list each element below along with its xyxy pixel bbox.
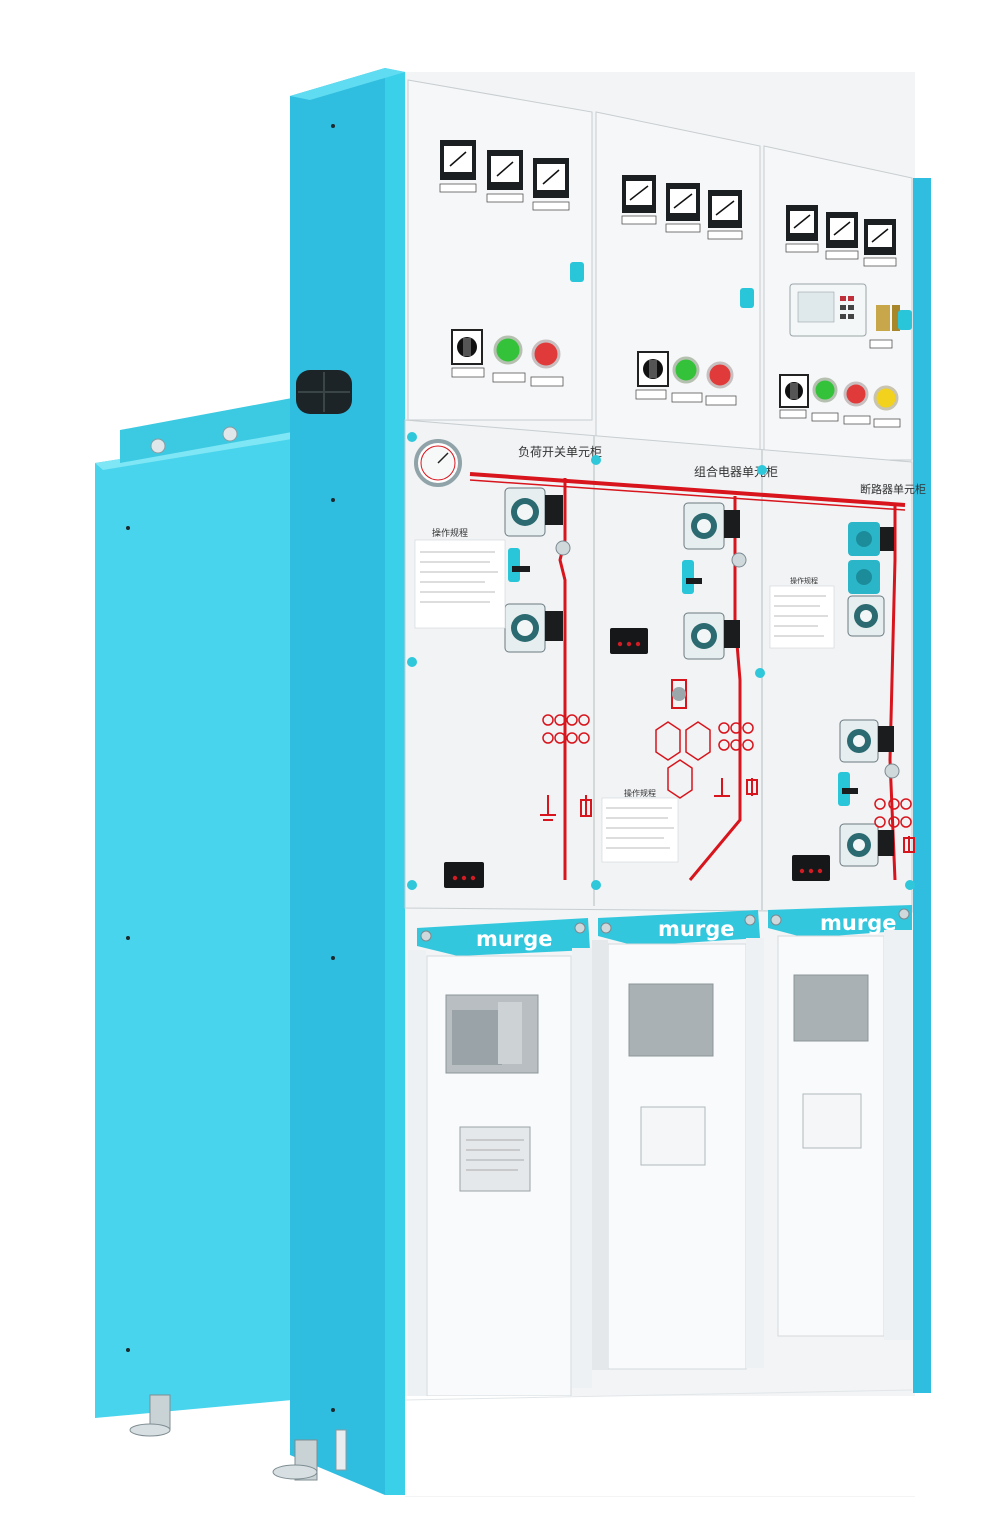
procedure-title-1: 操作规程 <box>432 527 468 539</box>
mimic-panel: 负荷开关单元柜 组合电器单元柜 断路器单元柜 <box>404 419 926 913</box>
indicator-lamp-icon <box>873 385 899 411</box>
live-indicator-icon <box>792 855 830 881</box>
procedure-plate-1: 操作规程 <box>414 527 506 629</box>
panel1-meters <box>439 140 570 211</box>
indicator-lamp-icon <box>493 335 523 365</box>
procedure-title-3: 操作规程 <box>790 576 818 585</box>
ammeter-icon <box>486 150 524 203</box>
live-indicator-icon <box>444 862 484 888</box>
procedure-title-2: 操作规程 <box>624 788 656 798</box>
fuse-icon <box>655 721 681 761</box>
pressure-gauge-icon <box>414 439 462 487</box>
brand-logo-3: murge <box>820 911 896 935</box>
fuse-icon <box>671 679 687 709</box>
door-latch-icon <box>740 288 754 308</box>
load-switch-unit-title: 负荷开关单元柜 <box>518 445 602 459</box>
nameplate-icon <box>459 1126 531 1192</box>
earth-switch-icon <box>540 778 915 853</box>
ammeter-icon <box>532 158 570 211</box>
protection-relay-icon <box>789 283 867 337</box>
viewing-window-icon <box>445 994 539 1074</box>
indicator-lamp-icon <box>706 361 734 389</box>
ammeter-icon <box>621 175 657 225</box>
operating-mechanism-icon[interactable] <box>683 612 740 660</box>
ammeter-icon <box>863 219 897 267</box>
terminal-block-icon <box>876 305 900 331</box>
panel2-meters <box>621 175 743 240</box>
ammeter-icon <box>825 212 859 260</box>
viewing-window-icon <box>628 983 714 1057</box>
selector-switch-icon[interactable] <box>637 351 669 387</box>
brand-logo-2: murge <box>658 917 734 941</box>
combined-fuse-unit-title: 组合电器单元柜 <box>694 464 778 479</box>
current-transformer-icon <box>542 714 912 828</box>
ammeter-icon <box>707 190 743 240</box>
interlock-handle-icon <box>682 560 702 594</box>
operating-mechanism-icon[interactable] <box>839 719 894 763</box>
brand-bands: murge murge murge <box>417 905 912 956</box>
indicator-lamp-icon <box>843 381 869 407</box>
selector-switch-icon[interactable] <box>451 329 483 365</box>
indicator-lamp-icon <box>672 356 700 384</box>
ammeter-icon <box>785 205 819 253</box>
door-latch-icon <box>570 262 584 282</box>
panel1-controls <box>451 262 584 387</box>
indicator-lamp-icon <box>812 377 838 403</box>
interlock-handle-icon <box>838 772 858 806</box>
brand-logo-1: murge <box>476 927 552 951</box>
cable-doors <box>408 930 912 1400</box>
nameplate-icon <box>640 1106 706 1166</box>
indicator-lamp-icon <box>531 339 561 369</box>
ammeter-icon <box>665 183 701 233</box>
breaker-unit-title: 断路器单元柜 <box>860 482 926 496</box>
fuse-icon <box>667 759 693 799</box>
nameplate-icon <box>802 1093 862 1149</box>
procedure-plate-3: 操作规程 <box>769 576 835 649</box>
main-side-panel <box>272 68 405 1495</box>
operating-mechanism-icon[interactable] <box>504 487 563 537</box>
panel2-controls <box>635 288 754 406</box>
interlock-handle-icon <box>508 548 530 582</box>
selector-switch-icon[interactable] <box>779 374 809 408</box>
viewing-window-icon <box>793 974 869 1042</box>
left-extension-cabinet <box>95 398 298 1437</box>
live-indicator-icon <box>610 628 648 654</box>
panel3-meters <box>785 205 912 349</box>
fuse-icon <box>685 721 711 761</box>
main-busbar <box>469 472 906 507</box>
ammeter-icon <box>439 140 477 193</box>
breaker-mechanism-icon[interactable] <box>848 522 894 594</box>
procedure-plate-2: 操作规程 <box>601 788 679 863</box>
door-latch-icon <box>898 310 912 330</box>
operating-mechanism-icon[interactable] <box>839 823 894 867</box>
operating-mechanism-icon[interactable] <box>504 603 563 653</box>
base-plinth <box>405 1396 915 1496</box>
panel3-controls <box>779 374 901 428</box>
operating-mechanism-icon[interactable] <box>683 502 740 550</box>
operating-mechanism-icon[interactable] <box>847 595 885 637</box>
